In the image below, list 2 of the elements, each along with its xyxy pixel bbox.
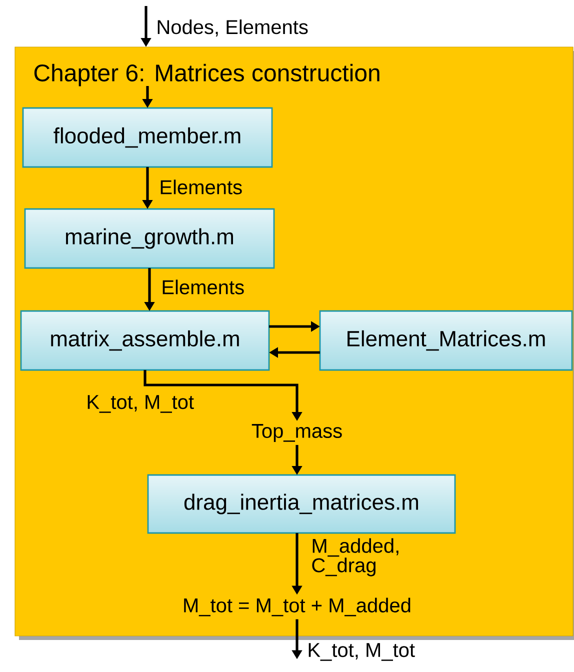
edge-label: Nodes, Elements	[158, 19, 308, 37]
edge-label: K_tot, M_tot	[308, 643, 415, 661]
